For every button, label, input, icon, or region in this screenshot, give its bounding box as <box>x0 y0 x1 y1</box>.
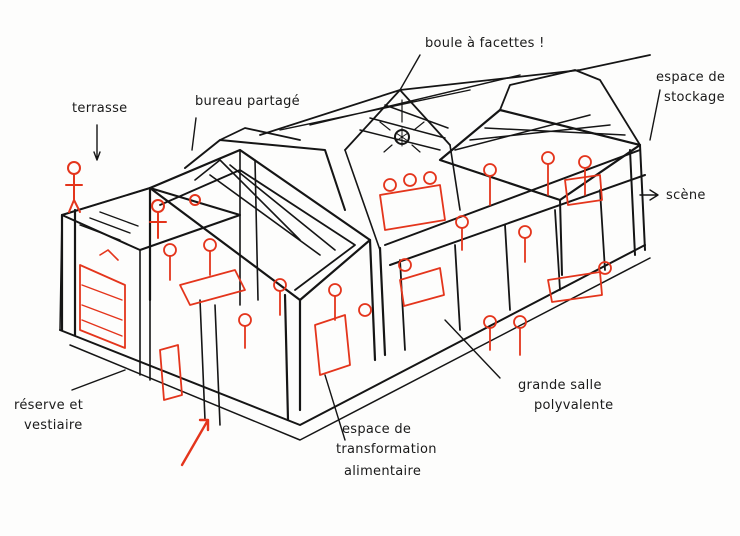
label-espace-stockage-line1: espace de <box>656 70 726 85</box>
label-espace-stockage-line2: stockage <box>664 90 725 105</box>
people-and-furniture <box>65 151 612 467</box>
label-grande-salle-line1: grande salle <box>518 378 602 393</box>
label-transformation-line1: espace de <box>342 422 412 437</box>
label-transformation-line2: transformation <box>336 442 437 457</box>
building-structure <box>59 54 661 441</box>
label-scene: scène <box>666 188 706 203</box>
label-reserve-line1: réserve et <box>14 398 84 413</box>
label-transformation-line3: alimentaire <box>344 464 422 479</box>
label-terrasse: terrasse <box>72 101 128 116</box>
label-bureau-partage: bureau partagé <box>195 94 300 109</box>
label-grande-salle-line2: polyvalente <box>534 398 614 413</box>
label-boule-a-facettes: boule à facettes ! <box>425 36 545 51</box>
label-reserve-line2: vestiaire <box>24 418 83 433</box>
